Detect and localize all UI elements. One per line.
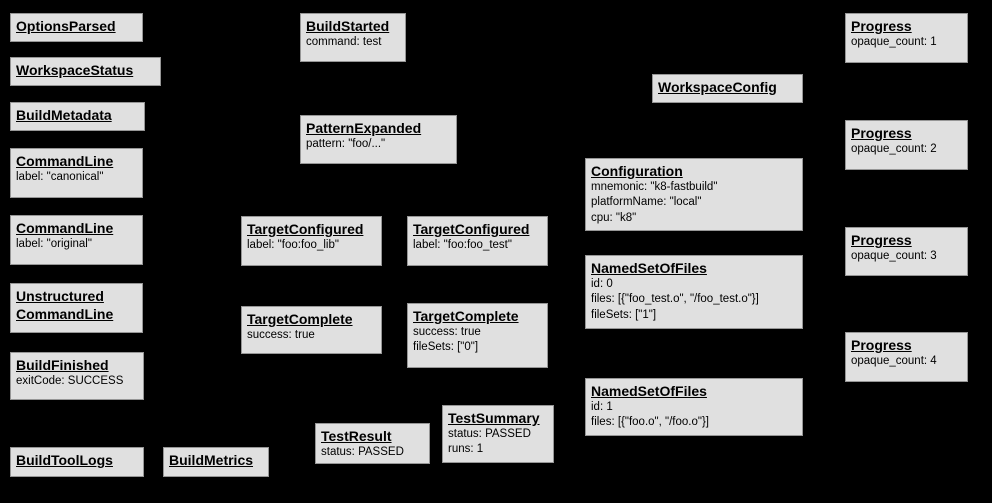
node-workspace-config: WorkspaceConfig [652,74,803,103]
node-target-configured-foo-lib: TargetConfigured label: "foo:foo_lib" [241,216,382,266]
node-attribute: files: [{"foo_test.o", "/foo_test.o"}] [591,293,759,306]
node-title: Configuration [591,163,683,179]
node-named-set-of-files-1: NamedSetOfFiles id: 1 files: [{"foo.o", … [585,378,803,436]
node-progress-3: Progress opaque_count: 3 [845,227,968,276]
node-title-line2: CommandLine [16,306,114,323]
node-build-started: BuildStarted command: test [300,13,406,62]
node-title: OptionsParsed [16,18,116,34]
node-workspace-status: WorkspaceStatus [10,57,161,86]
node-progress-2: Progress opaque_count: 2 [845,120,968,170]
node-attribute: exitCode: SUCCESS [16,375,124,388]
node-attribute: files: [{"foo.o", "/foo.o"}] [591,416,709,429]
node-title: NamedSetOfFiles [591,383,707,399]
node-attribute: mnemonic: "k8-fastbuild" [591,181,718,194]
node-title: WorkspaceStatus [16,62,134,78]
node-title: WorkspaceConfig [658,79,777,95]
node-title: Progress [851,125,912,141]
node-title: BuildToolLogs [16,452,113,468]
node-title: CommandLine [16,153,114,169]
node-title: TestSummary [448,410,540,426]
node-title: CommandLine [16,220,114,236]
node-attribute: success: true [247,329,315,342]
node-command-line-original: CommandLine label: "original" [10,215,143,265]
node-options-parsed: OptionsParsed [10,13,143,42]
node-build-metrics: BuildMetrics [163,447,269,477]
node-build-metadata: BuildMetadata [10,102,145,131]
node-attribute: opaque_count: 4 [851,355,937,368]
node-title: Progress [851,232,912,248]
node-title: TargetConfigured [413,221,530,237]
node-progress-1: Progress opaque_count: 1 [845,13,968,63]
node-attribute: opaque_count: 2 [851,143,937,156]
node-title: NamedSetOfFiles [591,260,707,276]
node-attribute: label: "foo:foo_test" [413,239,512,252]
node-title: Progress [851,337,912,353]
node-title: BuildMetadata [16,107,112,123]
node-attribute: id: 1 [591,401,613,414]
node-title: TestResult [321,428,392,444]
node-title: TargetComplete [413,308,519,324]
node-attribute: status: PASSED [448,428,531,441]
node-title: Unstructured [16,288,104,304]
node-attribute: opaque_count: 1 [851,36,937,49]
node-attribute: success: true [413,326,481,339]
node-attribute: fileSets: ["1"] [591,308,657,321]
node-build-tool-logs: BuildToolLogs [10,447,144,477]
node-attribute: command: test [306,36,382,49]
node-title: BuildStarted [306,18,390,34]
node-attribute: opaque_count: 3 [851,250,937,263]
node-attribute: label: "foo:foo_lib" [247,239,339,252]
node-target-complete-foo-test: TargetComplete success: true fileSets: [… [407,303,548,368]
node-title: TargetComplete [247,311,353,327]
node-named-set-of-files-0: NamedSetOfFiles id: 0 files: [{"foo_test… [585,255,803,329]
node-command-line-canonical: CommandLine label: "canonical" [10,148,143,198]
node-attribute: id: 0 [591,278,613,291]
node-title: BuildFinished [16,357,109,373]
node-attribute: status: PASSED [321,446,404,459]
node-attribute: runs: 1 [448,443,484,456]
node-progress-4: Progress opaque_count: 4 [845,332,968,382]
node-title: TargetConfigured [247,221,364,237]
node-title: PatternExpanded [306,120,422,136]
node-pattern-expanded: PatternExpanded pattern: "foo/..." [300,115,457,164]
node-title: Progress [851,18,912,34]
node-attribute: pattern: "foo/..." [306,138,386,151]
node-attribute: fileSets: ["0"] [413,341,479,354]
node-test-summary: TestSummary status: PASSED runs: 1 [442,405,554,463]
node-attribute: label: "original" [16,238,92,251]
node-title: BuildMetrics [169,452,254,468]
node-test-result: TestResult status: PASSED [315,423,430,464]
node-target-complete-foo-lib: TargetComplete success: true [241,306,382,354]
node-attribute: label: "canonical" [16,171,104,184]
node-attribute: cpu: "k8" [591,211,637,224]
node-unstructured-command-line: Unstructured CommandLine [10,283,143,333]
node-build-finished: BuildFinished exitCode: SUCCESS [10,352,144,400]
node-configuration: Configuration mnemonic: "k8-fastbuild" p… [585,158,803,231]
node-target-configured-foo-test: TargetConfigured label: "foo:foo_test" [407,216,548,266]
node-attribute: platformName: "local" [591,196,702,209]
